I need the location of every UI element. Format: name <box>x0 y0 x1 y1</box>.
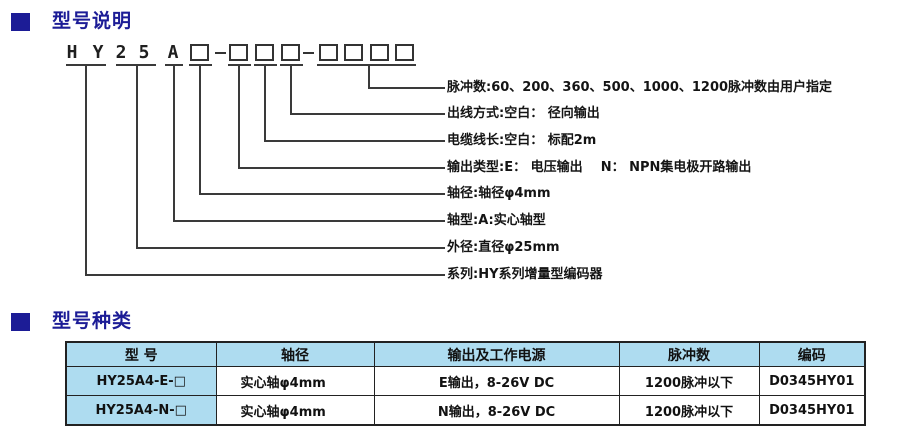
connector-output-type <box>238 65 445 169</box>
annotation-pulses: 脉冲数:60、200、360、500、1000、1200脉冲数由用户指定 <box>447 80 833 95</box>
model-code-box <box>229 44 248 61</box>
model-code-box <box>190 44 209 61</box>
section1-title: 型号说明 <box>52 10 133 32</box>
annotation-wire-mode: 出线方式:空白： 径向输出 <box>447 106 600 121</box>
section2-bullet-icon <box>11 313 30 331</box>
connector-shaft-dia <box>199 65 445 195</box>
table-header-row: 型 号 轴径 输出及工作电源 脉冲数 编码 <box>65 341 866 367</box>
model-code-box <box>344 44 363 61</box>
cell-pulses: 1200脉冲以下 <box>618 366 760 396</box>
model-code-box <box>319 44 338 61</box>
col-header-model: 型 号 <box>65 341 217 367</box>
section2-title: 型号种类 <box>52 310 133 332</box>
col-header-shaft: 轴径 <box>215 341 375 367</box>
cell-pulses: 1200脉冲以下 <box>618 395 760 426</box>
connector-series <box>85 65 445 276</box>
col-header-code: 编码 <box>758 341 866 367</box>
connector-shaft-type <box>173 65 445 222</box>
annotation-shaft-type: 轴型:A:实心轴型 <box>447 213 546 228</box>
model-code-char: Y <box>92 42 104 63</box>
section1-bullet-icon <box>11 13 30 31</box>
col-header-output: 输出及工作电源 <box>373 341 620 367</box>
model-code-box <box>395 44 414 61</box>
annotation-series: 系列:HY系列增量型编码器 <box>447 267 603 282</box>
cell-model: HY25A4-E-□ <box>65 366 217 396</box>
cell-output: N输出，8-26V DC <box>373 395 620 426</box>
connector-diameter <box>136 65 445 249</box>
cell-model: HY25A4-N-□ <box>65 395 217 426</box>
model-types-table: 型 号 轴径 输出及工作电源 脉冲数 编码 HY25A4-E-□ 实心轴φ4mm… <box>65 341 866 426</box>
table-row: HY25A4-N-□ 实心轴φ4mm N输出，8-26V DC 1200脉冲以下… <box>65 395 866 426</box>
model-code-box <box>255 44 274 61</box>
model-code-dash <box>303 52 314 54</box>
model-code-char: A <box>167 42 179 63</box>
table-row: HY25A4-E-□ 实心轴φ4mm E输出，8-26V DC 1200脉冲以下… <box>65 366 866 396</box>
model-code-char: 5 <box>138 42 150 63</box>
annotation-shaft-dia: 轴径:轴径φ4mm <box>447 186 551 201</box>
annotation-output-type: 输出类型:E： 电压输出 N： NPN集电极开路输出 <box>447 160 752 175</box>
cell-output: E输出，8-26V DC <box>373 366 620 396</box>
cell-code: D0345HY01 <box>758 395 866 426</box>
annotation-diameter: 外径:直径φ25mm <box>447 240 560 255</box>
connector-wire-mode <box>290 65 445 115</box>
model-code-char: 2 <box>115 42 127 63</box>
cell-shaft: 实心轴φ4mm <box>215 366 375 396</box>
connector-cable-len <box>264 65 445 142</box>
model-code-dash <box>215 52 226 54</box>
annotation-cable-len: 电缆线长:空白： 标配2m <box>447 133 597 148</box>
cell-code: D0345HY01 <box>758 366 866 396</box>
cell-shaft: 实心轴φ4mm <box>215 395 375 426</box>
connector-pulses <box>368 65 445 89</box>
model-code-box <box>370 44 389 61</box>
col-header-pulses: 脉冲数 <box>618 341 760 367</box>
model-code-box <box>281 44 300 61</box>
model-code-char: H <box>66 42 78 63</box>
underline-pulses <box>317 64 416 66</box>
